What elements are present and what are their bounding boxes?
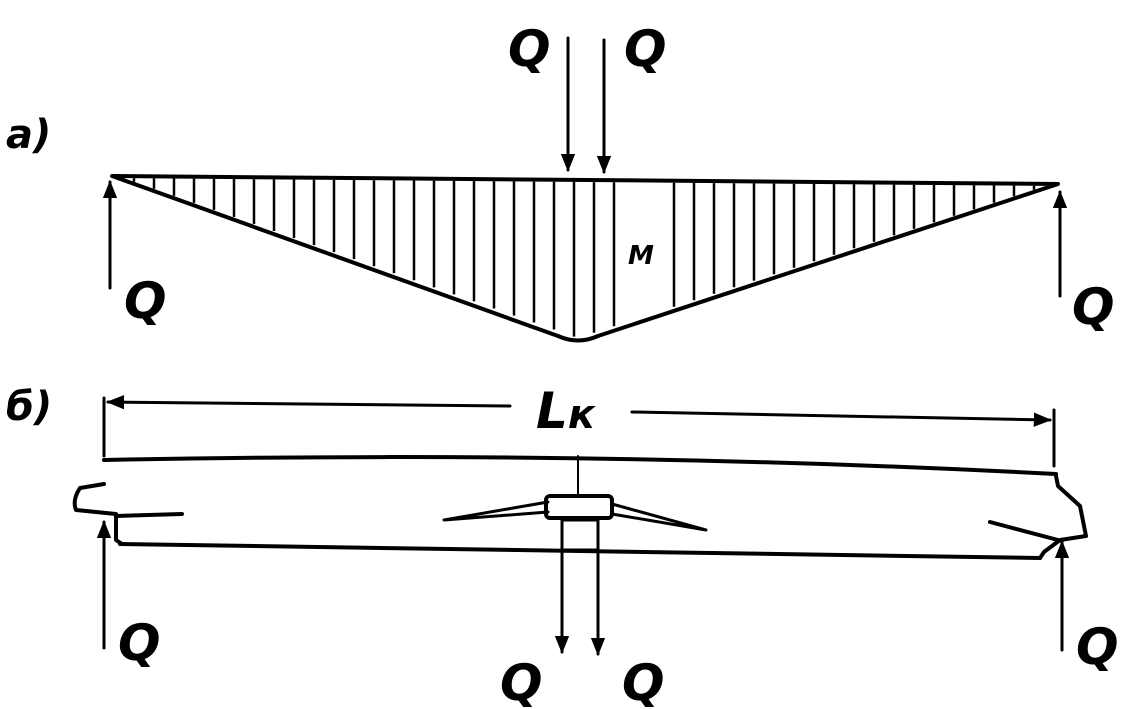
span-arrow-right — [630, 410, 1052, 427]
load-label-down-left: Q — [500, 654, 543, 709]
span-arrow-left — [106, 394, 512, 410]
support-label-right: Q — [1072, 278, 1115, 336]
moment-hatching — [132, 178, 1036, 337]
panel-a-label: a) — [6, 112, 51, 158]
load-label-right: Q — [624, 20, 667, 78]
beam-end-right — [988, 474, 1088, 560]
moment-diagram — [110, 174, 1060, 343]
beam-end-left — [72, 482, 184, 546]
support-label-b-left: Q — [118, 614, 161, 672]
panel-b: б) Lк Q Q — [6, 382, 1119, 709]
hanger-clamp — [560, 518, 600, 552]
span-label: Lк — [536, 382, 596, 440]
load-label-left: Q — [508, 20, 551, 78]
panel-b-label: б) — [6, 384, 52, 430]
moment-label: M — [628, 241, 654, 271]
panel-a: a) Q Q Q Q M — [6, 20, 1115, 343]
support-label-left: Q — [124, 272, 167, 330]
support-label-b-right: Q — [1076, 618, 1119, 676]
load-label-down-right: Q — [622, 654, 665, 709]
hanger-block — [544, 494, 614, 520]
hanger-wing-left — [442, 500, 550, 522]
hanger-wing-right — [610, 502, 708, 532]
beam-top — [102, 455, 1058, 476]
